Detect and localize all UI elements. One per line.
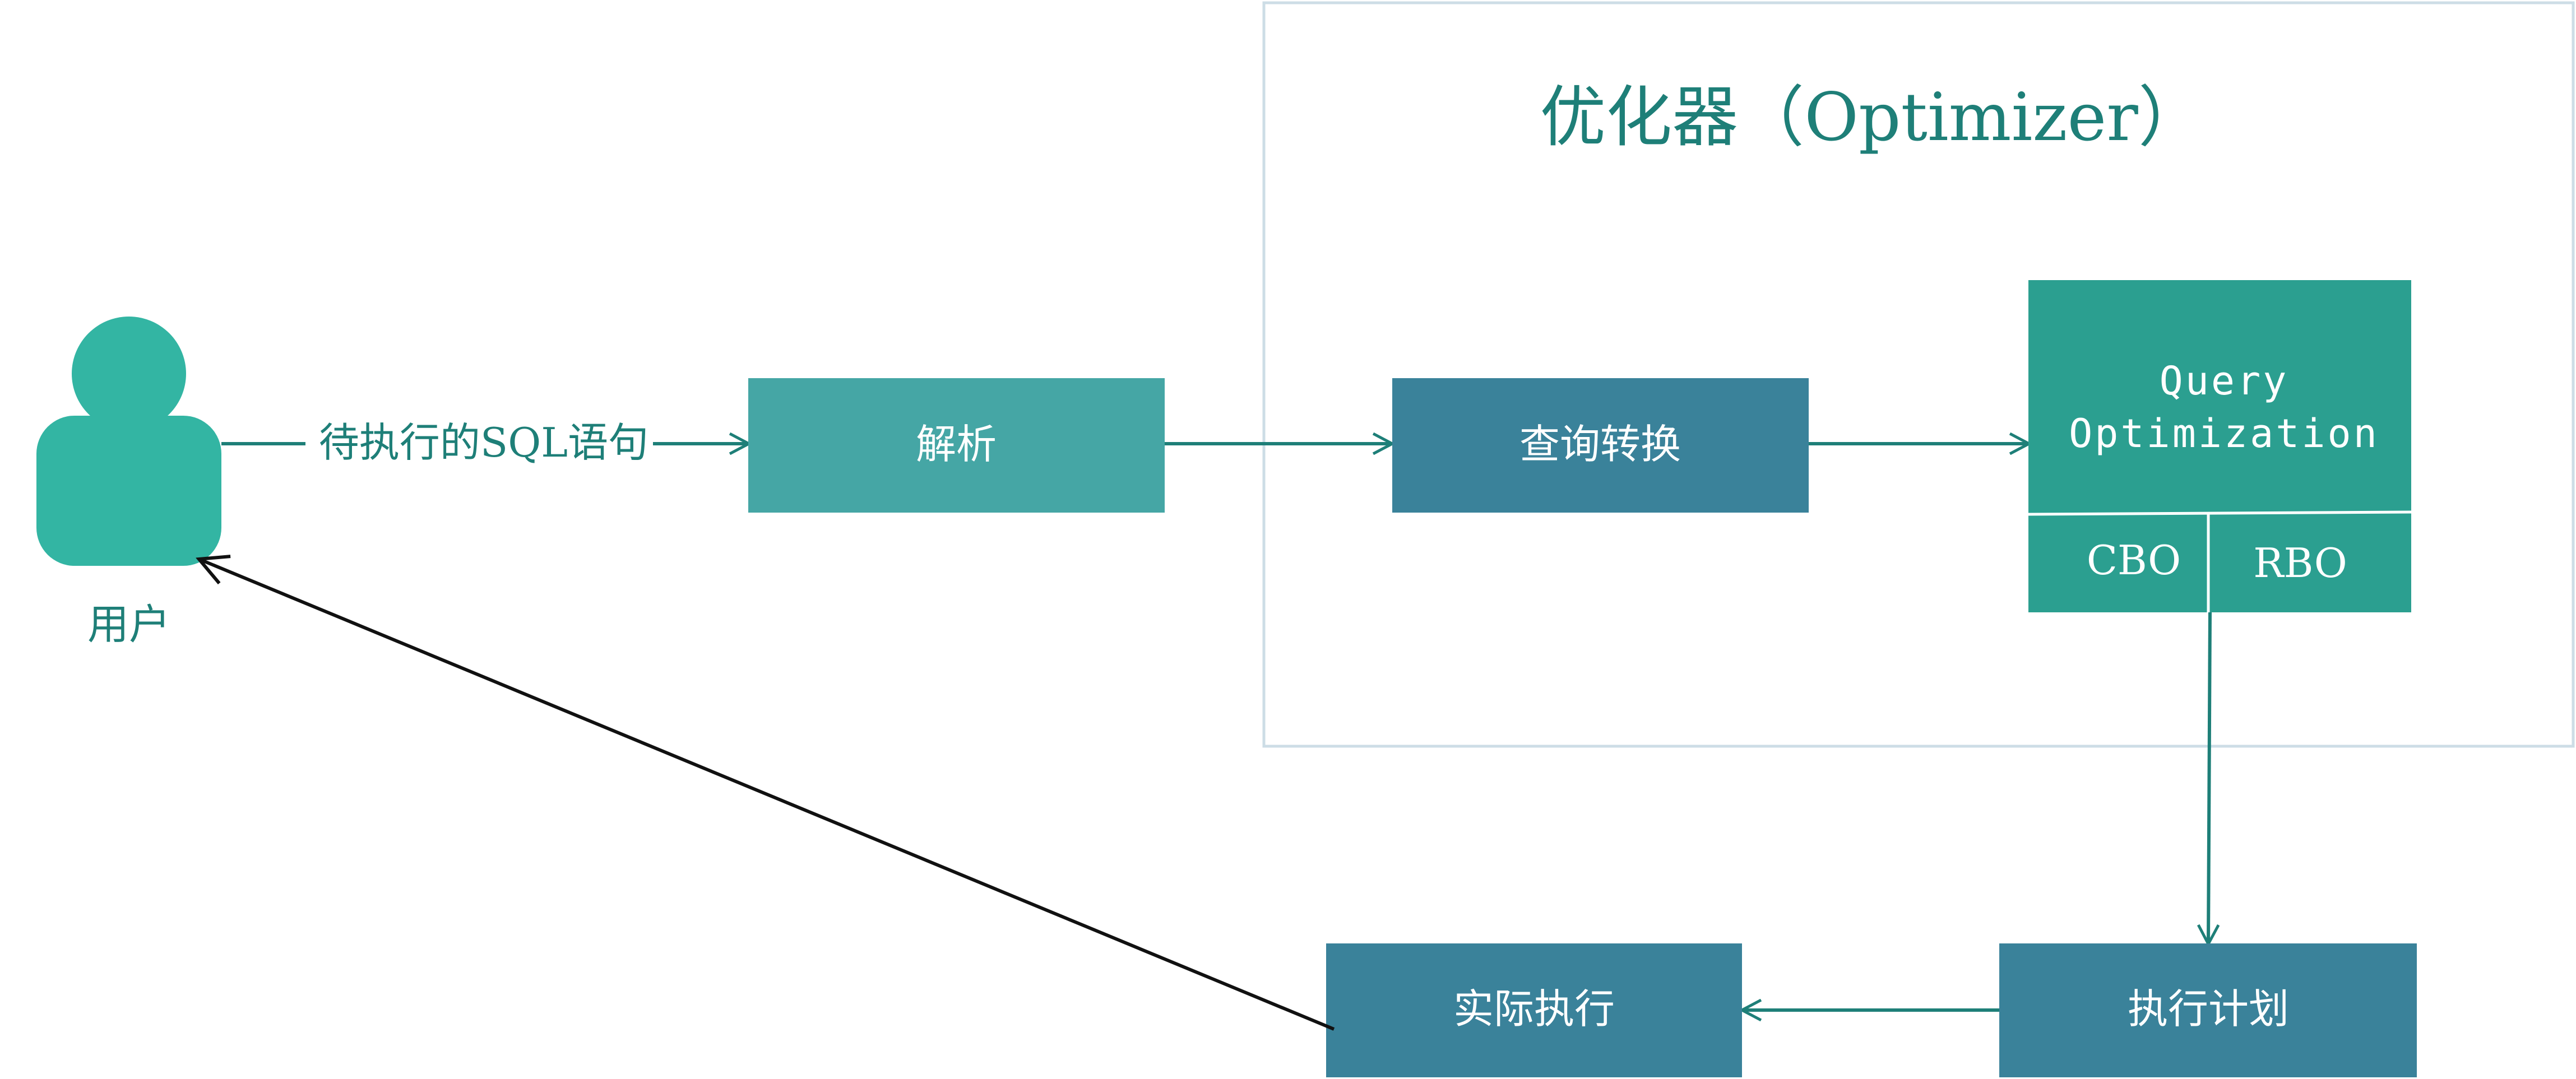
query-optimization-box xyxy=(2028,280,2412,612)
query-transform-label: 查询转换 xyxy=(1519,421,1681,468)
execution-to-user-edge xyxy=(199,559,1335,1031)
parse-label: 解析 xyxy=(916,421,997,468)
query-optimization-label-line1: Query xyxy=(2160,358,2289,404)
optimizer-container xyxy=(1262,1,2575,748)
optimization-to-plan-edge xyxy=(2208,612,2210,944)
actual-execution-box xyxy=(1326,943,1742,1077)
execution-plan-label: 执行计划 xyxy=(2128,985,2289,1033)
execution-plan-box xyxy=(1999,943,2417,1077)
user-label: 用户 xyxy=(87,601,170,649)
optimizer-title: 优化器（Optimizer） xyxy=(1540,78,2204,156)
user-icon xyxy=(36,317,221,566)
sql-input-edge-label: 待执行的SQL语句 xyxy=(319,419,648,466)
parse-box xyxy=(748,378,1165,513)
rbo-label: RBO xyxy=(2253,540,2347,587)
cbo-label: CBO xyxy=(2087,537,2181,584)
query-transform-box xyxy=(1392,378,1809,513)
query-optimization-label-line2: Optimization xyxy=(2069,411,2379,457)
actual-execution-label: 实际执行 xyxy=(1453,985,1615,1033)
